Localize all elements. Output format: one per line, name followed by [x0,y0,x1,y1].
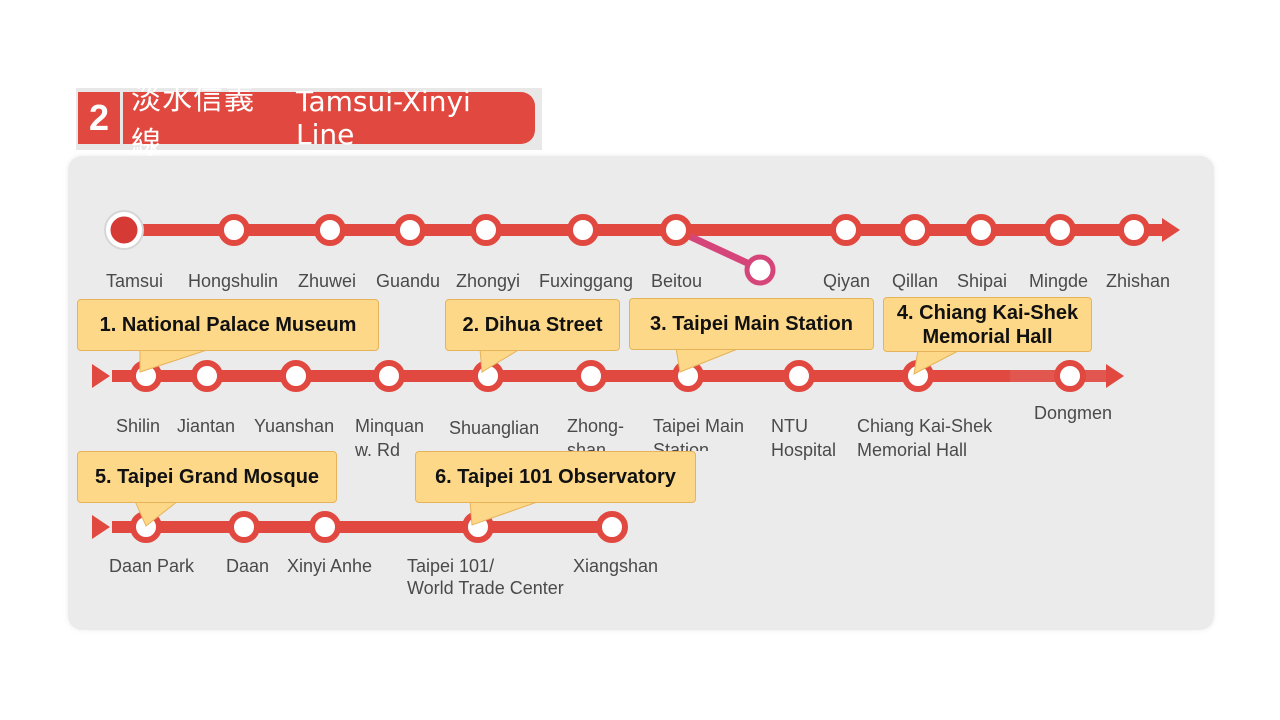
callout-cks-line2: Memorial Hall [922,325,1053,348]
callout-chiang-kai-shek: 4. Chiang Kai-Shek Memorial Hall [883,297,1092,352]
row1-arrow-icon [1162,218,1180,242]
label-hongshulin: Hongshulin [188,271,279,291]
label-xinyi-anhe: Xinyi Anhe [287,556,373,576]
label-ntu-line1: NTU [771,416,808,436]
station-qillan [899,214,931,246]
row2-arrow-icon [1106,364,1124,388]
label-fuxinggang: Fuxinggang [539,271,634,291]
label-tamsui: Tamsui [106,271,164,291]
line-name-chinese: 淡水信義線 [131,83,255,160]
label-taipei101-line1: Taipei 101/ [407,556,495,576]
station-ntu-hospital [783,360,815,392]
label-zhongyi: Zhongyi [456,271,521,291]
line-number-badge: 2 [78,92,120,144]
callout-dihua-street: 2. Dihua Street [445,299,620,351]
station-tamsui-ring [104,210,144,250]
label-taipei-main-line1: Taipei Main [653,416,745,436]
label-mingde: Mingde [1029,271,1089,291]
callout-taipei-main-station: 3. Taipei Main Station [629,298,874,350]
label-zhuwei: Zhuwei [298,271,357,291]
label-guandu: Guandu [376,271,441,291]
branch-station [744,254,776,286]
callout-national-palace-museum: 1. National Palace Museum [77,299,379,351]
station-shipai [965,214,997,246]
label-daan: Daan [226,556,270,576]
callout3-pointer [675,347,741,373]
callout-taipei-grand-mosque: 5. Taipei Grand Mosque [77,451,337,503]
station-xinyi-anhe [309,511,341,543]
label-taipei101-line2: World Trade Center [407,578,564,598]
station-xiangshan [596,511,628,543]
station-yuanshan [280,360,312,392]
station-daan [228,511,260,543]
station-mingde [1044,214,1076,246]
station-zhishan [1118,214,1150,246]
label-shilin: Shilin [116,416,161,436]
label-daan-park: Daan Park [109,556,195,576]
label-xiangshan: Xiangshan [573,556,659,576]
label-minquan-line2: w. Rd [355,440,401,460]
label-jiantan: Jiantan [177,416,236,436]
label-beitou: Beitou [651,271,703,291]
label-minquan-line1: Minquan [355,416,425,436]
station-qiyan [830,214,862,246]
station-dongmen [1054,360,1086,392]
station-beitou [660,214,692,246]
station-guandu [394,214,426,246]
label-shuanglian: Shuanglian [449,418,540,438]
label-zhongshan-line2: shan [567,440,607,451]
label-yuanshan: Yuanshan [254,416,335,436]
station-hongshulin [218,214,250,246]
station-jiantan [191,360,223,392]
label-ntu-line2: Hospital [771,440,837,460]
station-zhongshan [575,360,607,392]
line-name-english: Tamsui-Xinyi Line [296,85,471,151]
label-shipai: Shipai [957,271,1008,291]
station-minquan [373,360,405,392]
label-cks-line2: Memorial Hall [857,440,968,460]
station-zhuwei [314,214,346,246]
row2-start-arrow-icon [92,364,110,388]
label-taipei-main-line2: Station [653,440,710,451]
row3-start-arrow-icon [92,515,110,539]
station-tamsui [105,211,143,249]
callout-cks-line1: 4. Chiang Kai-Shek [896,301,1079,324]
label-zhongshan-line1: Zhong- [567,416,625,436]
station-zhongyi [470,214,502,246]
callout-taipei-main-station-text: 3. Taipei Main Station [650,313,853,335]
label-zhishan: Zhishan [1106,271,1171,291]
station-fuxinggang [567,214,599,246]
label-dongmen: Dongmen [1034,403,1113,423]
label-qillan: Qillan [892,271,939,291]
label-qiyan: Qiyan [823,271,871,291]
line-title-bar: 淡水信義線 Tamsui-Xinyi Line [123,83,535,160]
label-cks-line1: Chiang Kai-Shek [857,416,993,436]
callout-taipei-101-observatory: 6. Taipei 101 Observatory [415,451,696,503]
